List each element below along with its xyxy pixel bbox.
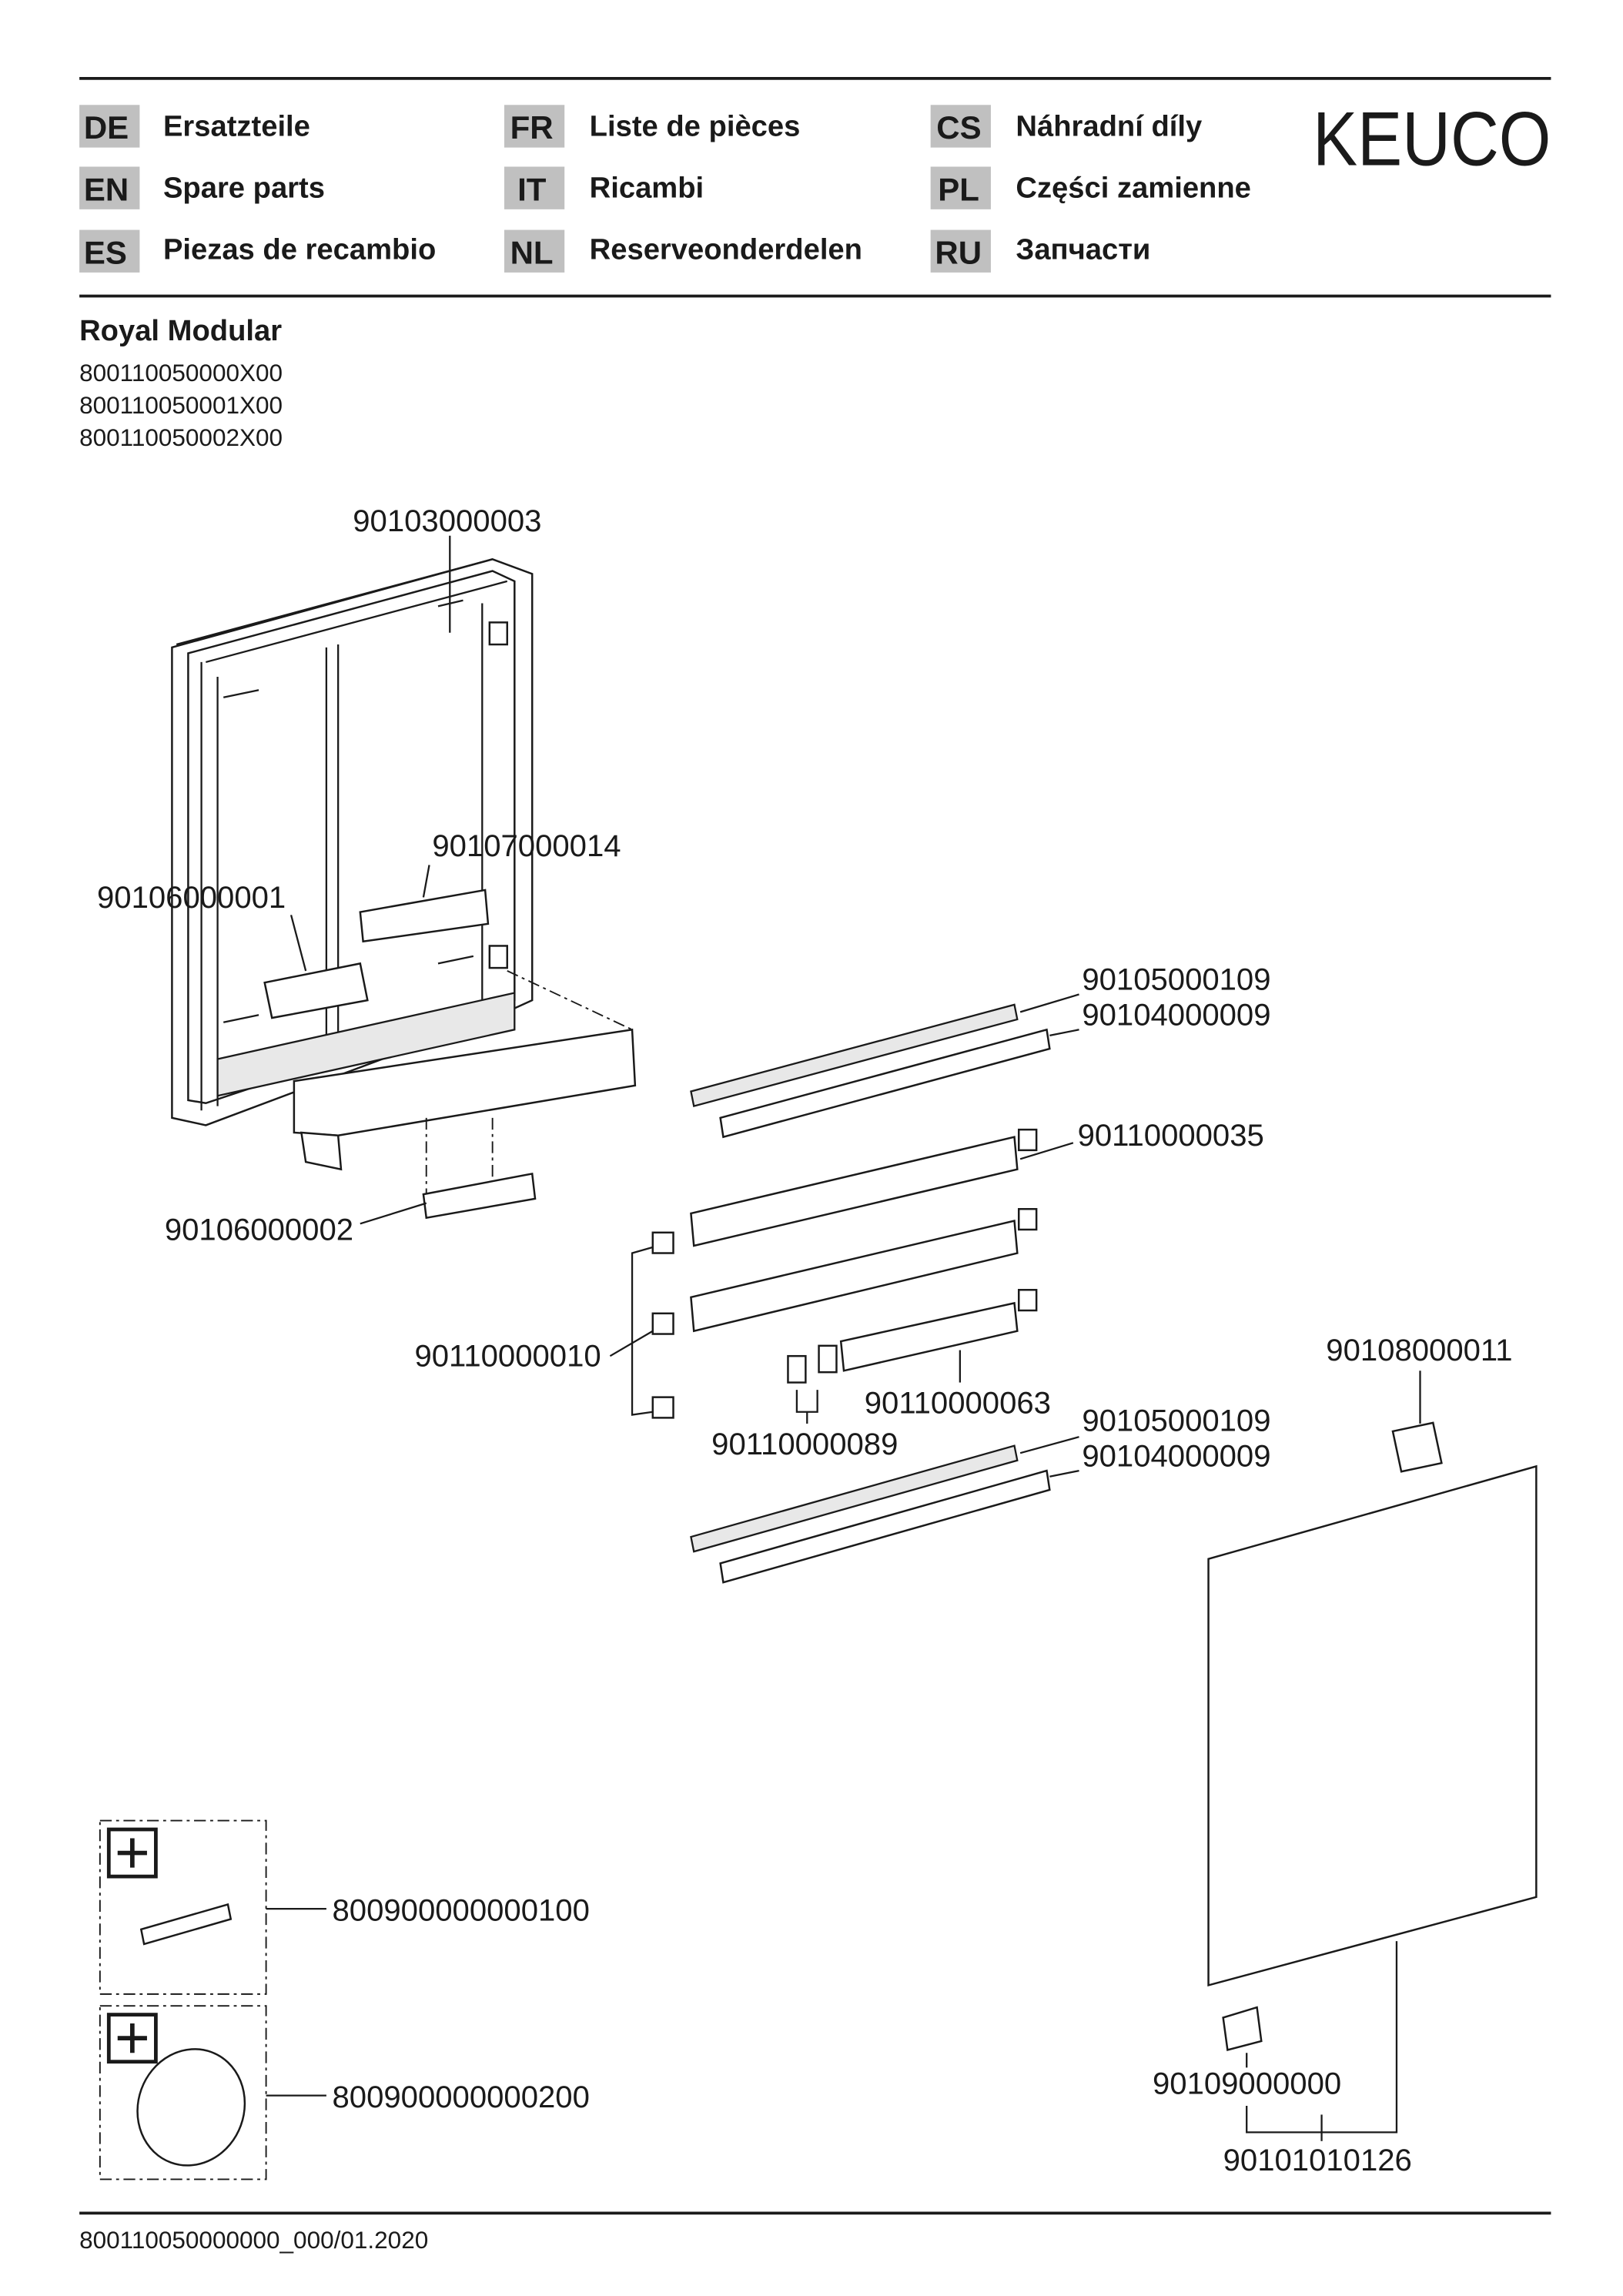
svg-text:Запчасти: Запчасти [1016, 233, 1150, 266]
svg-text:ES: ES [84, 234, 127, 270]
document-number: 800110050000000_000/01.2020 [79, 2226, 428, 2254]
lang-fr: FR Liste de pièces [504, 105, 801, 148]
svg-text:Liste de pièces: Liste de pièces [590, 109, 801, 142]
part-label: 90110000010 [414, 1340, 601, 1374]
part-label: 90106000001 [97, 881, 286, 915]
lang-en: EN Spare parts [79, 166, 325, 209]
part-label: 90106000002 [165, 1213, 353, 1247]
part-label: 800900000000200 [333, 2080, 590, 2114]
svg-text:Piezas de recambio: Piezas de recambio [163, 233, 436, 266]
svg-text:Ersatzteile: Ersatzteile [163, 109, 310, 142]
part-label: 90110000035 [1078, 1119, 1264, 1153]
svg-text:EN: EN [84, 171, 129, 207]
svg-text:Spare parts: Spare parts [163, 172, 325, 205]
part-label: 90101010126 [1223, 2144, 1412, 2177]
svg-text:RU: RU [935, 234, 982, 270]
language-grid: DE Ersatzteile EN Spare parts ES Piezas de … [79, 105, 1251, 273]
lang-nl: NL Reserveonderdelen [504, 229, 862, 273]
svg-text:NL: NL [510, 234, 554, 270]
svg-text:IT: IT [517, 171, 547, 207]
mirror-door-drawing [1207, 1421, 1538, 2051]
article-number: 800110050000X00 [79, 359, 283, 387]
svg-text:FR: FR [510, 109, 554, 146]
svg-text:PL: PL [938, 171, 979, 207]
lang-it: IT Ricambi [504, 166, 704, 209]
keuco-logo: KEUCO [1313, 97, 1551, 182]
article-number: 800110050001X00 [79, 391, 283, 419]
svg-text:Náhradní díly: Náhradní díly [1016, 109, 1203, 142]
part-label: 90108000011 [1326, 1334, 1512, 1367]
part-label: 800900000000100 [333, 1893, 590, 1927]
cabinet-body-drawing [171, 557, 637, 1220]
part-label: 90105000109 [1082, 1404, 1270, 1438]
lang-es: ES Piezas de recambio [79, 229, 436, 273]
svg-text:Ricambi: Ricambi [590, 172, 704, 205]
lang-de: DE Ersatzteile [79, 105, 310, 148]
accessory-box-1 [99, 1819, 267, 1995]
lang-cs: CS Náhradní díly [930, 105, 1203, 148]
lang-pl: PL Części zamienne [930, 166, 1251, 209]
accessory-box-2 [99, 2005, 267, 2181]
part-label: 90110000089 [711, 1427, 898, 1461]
svg-text:Części zamienne: Części zamienne [1016, 172, 1251, 205]
part-label: 90104000009 [1082, 999, 1270, 1033]
lang-ru: RU Запчасти [930, 229, 1150, 273]
svg-text:Reserveonderdelen: Reserveonderdelen [590, 233, 862, 266]
part-label: 90104000009 [1082, 1439, 1270, 1473]
svg-text:DE: DE [84, 109, 129, 146]
product-name: Royal Modular [79, 314, 282, 347]
part-label: 90110000063 [865, 1387, 1051, 1421]
article-number: 800110050002X00 [79, 423, 283, 451]
glass-shelves-drawing [651, 1128, 1038, 1419]
part-label: 90103000003 [353, 504, 541, 538]
part-label: 90109000000 [1153, 2067, 1341, 2101]
part-label: 90105000109 [1082, 963, 1270, 997]
svg-text:CS: CS [936, 109, 981, 146]
led-profile-top-drawing [690, 1003, 1051, 1584]
part-label: 90107000014 [432, 829, 621, 863]
